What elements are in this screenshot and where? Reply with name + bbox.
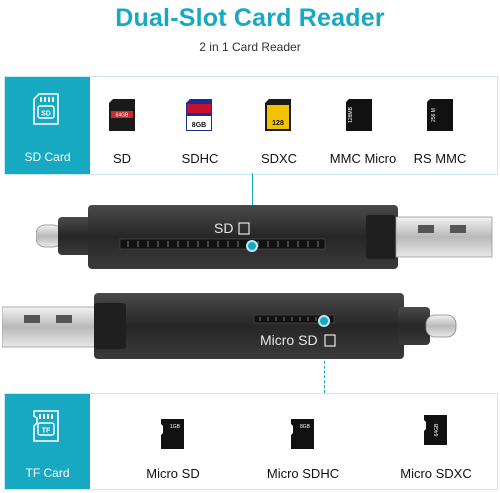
card-label-micro-sd: Micro SD [146, 466, 200, 481]
rs-mmc-card-capacity: 256 M [431, 108, 437, 122]
card-reader-bottom: Micro SD [2, 293, 457, 359]
micro-sdhc-card-image: 8GB [291, 419, 314, 449]
sdxc-card-capacity: 128 [272, 120, 284, 127]
svg-text:SD: SD [41, 111, 51, 118]
micro-sd-card-capacity: 1GB [170, 424, 181, 430]
micro-sd-card-image: 1GB [161, 419, 184, 449]
sdhc-card-capacity: 8GB [192, 122, 206, 129]
micro-sdxc-card-capacity: 64GB [434, 423, 440, 436]
card-label-mmc-micro: MMC Micro [329, 151, 397, 166]
card-label-micro-sdhc: Micro SDHC [266, 466, 340, 481]
sd-card-icon: SD [33, 93, 59, 125]
mmc-micro-card-image: 128MB [346, 99, 372, 131]
micro-sdxc-card-image: 64GB [424, 415, 447, 445]
card-label-sd: SD [112, 151, 132, 166]
sdxc-card-image: 128 [265, 99, 291, 131]
card-slot-icon [324, 334, 336, 347]
reader-bottom-slot-label: Micro SD [260, 332, 318, 348]
tf-card-icon: TF [33, 410, 59, 442]
card-label-sdhc: SDHC [181, 151, 219, 166]
page-subtitle: 2 in 1 Card Reader [199, 40, 301, 54]
sd-card-image: 64GB [109, 99, 135, 131]
reader-top-slot-label: SD [214, 220, 233, 236]
card-slot-icon [238, 222, 250, 235]
mmc-micro-card-capacity: 128MB [348, 106, 354, 123]
card-label-micro-sdxc: Micro SDXC [400, 466, 472, 481]
card-label-sdxc: SDXC [260, 151, 298, 166]
svg-text:TF: TF [42, 428, 51, 435]
page-title: Dual-Slot Card Reader [115, 4, 385, 32]
sd-card-tag-label: SD Card [24, 150, 71, 164]
card-reader-top: SD [36, 205, 493, 269]
tf-card-tag-label: TF Card [25, 466, 70, 480]
sd-slot-marker [248, 242, 256, 250]
tf-card-panel: TF TF Card 1GB Micro SD 8GB Micro SDHC 6… [4, 393, 498, 490]
sdhc-card-image: 8GB [186, 99, 212, 131]
sd-card-panel: SD SD Card 64GB SD 8GB SDHC 128 SDXC 128… [4, 76, 498, 175]
micro-sd-slot-marker [320, 317, 328, 325]
card-label-rs-mmc: RS MMC [413, 151, 467, 166]
tf-card-tag: TF TF Card [5, 394, 90, 489]
rs-mmc-card-image: 256 M [427, 99, 453, 131]
sd-card-capacity: 64GB [116, 113, 129, 119]
sd-card-tag: SD SD Card [5, 77, 90, 174]
micro-sdhc-card-capacity: 8GB [300, 424, 311, 430]
